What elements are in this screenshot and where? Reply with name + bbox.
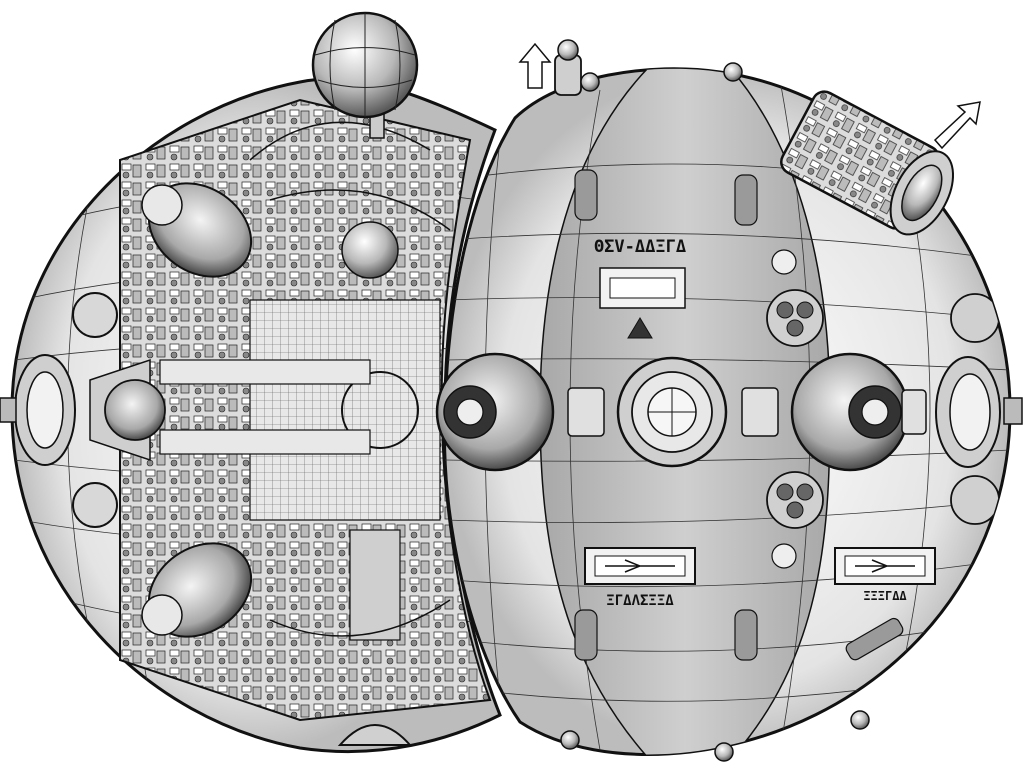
upper-registry-marking: ΘΣV-ΔΔΞΓΔ [594, 237, 686, 257]
left-side-ports [0, 292, 118, 528]
central-hatch [616, 356, 728, 468]
right-hemisphere-exterior [435, 39, 1023, 762]
top-sensor-sphere [311, 11, 419, 139]
top-antenna [518, 39, 582, 96]
lower-left-pod [141, 542, 253, 638]
lower-registry-marking: ΞΓΔΛΣΞΞΔ [606, 593, 674, 609]
side-clamps [567, 387, 927, 437]
central-hub [89, 358, 166, 462]
right-lower-registry-marking: ΞΞΞΓΔΔ [863, 589, 907, 603]
right-side-port [935, 356, 1023, 468]
lower-plaque-right [834, 547, 936, 585]
right-thruster-pod [790, 352, 910, 472]
vent-cluster-upper [766, 289, 824, 347]
left-hemisphere-cutaway [0, 11, 502, 754]
upper-left-pod [141, 182, 253, 278]
vent-cluster-right [950, 293, 1000, 525]
vent-cluster-lower [766, 471, 824, 529]
top-cylinder-module [780, 90, 981, 236]
left-thruster-pod [435, 352, 555, 472]
lower-plaque-center [584, 547, 696, 585]
